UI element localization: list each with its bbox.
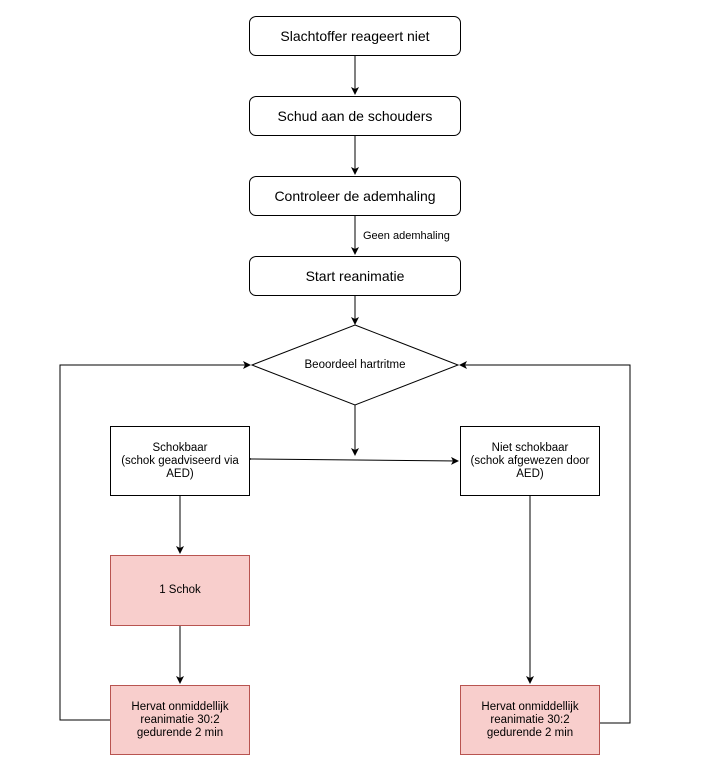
node-label: Schokbaar (schok geadviseerd via AED) — [121, 441, 239, 480]
node-label: Niet schokbaar (schok afgewezen door AED… — [470, 441, 590, 480]
node-label: 1 Schok — [159, 584, 201, 596]
node-not-shockable: Niet schokbaar (schok afgewezen door AED… — [460, 426, 600, 496]
node-start-cpr: Start reanimatie — [249, 256, 461, 296]
node-label: Hervat onmiddellijk reanimatie 30:2 gedu… — [131, 700, 229, 739]
node-assess-rhythm: Beoordeel hartritme — [262, 355, 448, 375]
node-shake-shoulders: Schud aan de schouders — [249, 96, 461, 136]
loop-right-back-to-assess — [459, 361, 631, 724]
node-check-breathing: Controleer de ademhaling — [249, 176, 461, 216]
edge-label-no-breathing: Geen ademhaling — [363, 230, 450, 242]
node-resume-cpr-left: Hervat onmiddellijk reanimatie 30:2 gedu… — [110, 685, 250, 755]
node-label: Schud aan de schouders — [277, 108, 433, 124]
node-label: Controleer de ademhaling — [274, 188, 436, 204]
node-label: Hervat onmiddellijk reanimatie 30:2 gedu… — [481, 700, 579, 739]
node-shockable: Schokbaar (schok geadviseerd via AED) — [110, 426, 250, 496]
arrow-both-ways — [243, 454, 459, 465]
node-label: Start reanimatie — [305, 268, 405, 284]
node-label: Beoordeel hartritme — [304, 359, 406, 371]
node-resume-cpr-right: Hervat onmiddellijk reanimatie 30:2 gedu… — [460, 685, 600, 755]
node-one-shock: 1 Schok — [110, 555, 250, 626]
node-victim-unresponsive: Slachtoffer reageert niet — [249, 16, 461, 56]
loop-left-back-to-assess — [59, 361, 251, 721]
node-label: Slachtoffer reageert niet — [280, 28, 430, 44]
